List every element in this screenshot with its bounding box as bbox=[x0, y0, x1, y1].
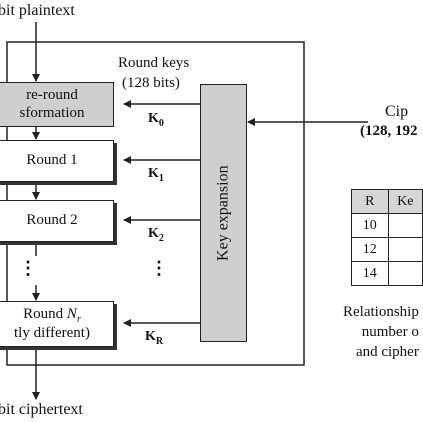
key-label-k1: K1 bbox=[148, 166, 164, 184]
caption-line-2: number o bbox=[361, 324, 419, 340]
round-2-box: Round 2 bbox=[0, 200, 114, 242]
last-round-box: Round Nr tly different) bbox=[0, 301, 114, 347]
key-expansion-label: Key expansion bbox=[214, 165, 232, 261]
pre-round-line1: re-round bbox=[26, 87, 78, 104]
table-caption: Relationship number o and cipher bbox=[343, 302, 419, 362]
table-row: 12 bbox=[351, 237, 423, 262]
last-round-line2: tly different) bbox=[14, 325, 90, 342]
key-label-k0: K0 bbox=[148, 111, 164, 129]
keys-ellipsis: ⋮ bbox=[150, 258, 168, 278]
round-1-box: Round 1 bbox=[0, 140, 114, 182]
table-row: 10 bbox=[351, 213, 423, 238]
table-cell bbox=[387, 237, 423, 262]
round-keys-label: Round keys bbox=[118, 55, 190, 71]
table-cell: 12 bbox=[351, 237, 389, 262]
caption-line-1: Relationship bbox=[343, 304, 419, 320]
round-1-label: Round 1 bbox=[26, 152, 78, 169]
rounds-ellipsis: ⋮ bbox=[19, 258, 37, 278]
table-cell bbox=[387, 261, 423, 286]
cipher-key-label: Cip bbox=[385, 103, 409, 120]
round-2-label: Round 2 bbox=[26, 212, 78, 229]
ciphertext-label: bit ciphertext bbox=[0, 401, 83, 418]
table-row: 14 bbox=[351, 261, 423, 286]
cipher-key-bits: (128, 192 bbox=[360, 123, 418, 139]
relationship-table: R Ke 10 12 14 bbox=[351, 189, 423, 286]
table-header-cell: Ke bbox=[387, 189, 423, 214]
table-header-row: R Ke bbox=[351, 189, 423, 214]
round-keys-bits: (128 bits) bbox=[122, 75, 180, 91]
table-cell bbox=[387, 213, 423, 238]
last-round-line1: Round Nr bbox=[23, 305, 81, 325]
pre-round-line2: sformation bbox=[19, 104, 85, 121]
caption-line-3: and cipher bbox=[355, 344, 419, 360]
table-cell: 10 bbox=[351, 213, 389, 238]
table-header-cell: R bbox=[351, 189, 389, 214]
table-cell: 14 bbox=[351, 261, 389, 286]
key-label-k2: K2 bbox=[148, 226, 164, 244]
key-expansion-box: Key expansion bbox=[200, 84, 247, 342]
pre-round-box: re-round sformation bbox=[0, 82, 114, 127]
key-label-kr: KR bbox=[145, 329, 164, 347]
plaintext-label: bit plaintext bbox=[0, 2, 75, 19]
